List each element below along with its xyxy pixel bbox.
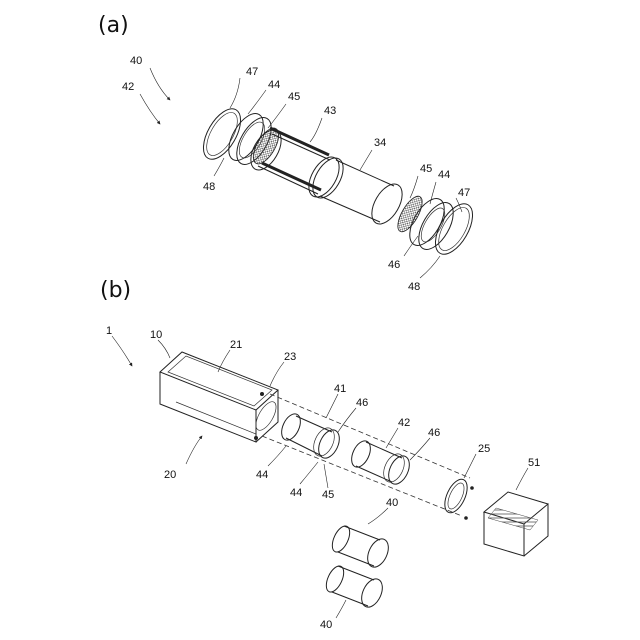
label-20: 20 [164, 469, 176, 481]
label-44-left: 44 [268, 79, 280, 91]
label-10: 10 [150, 329, 162, 341]
ring-25 [440, 476, 472, 516]
label-46: 46 [388, 259, 400, 271]
filter-unit-42 [348, 438, 374, 470]
label-45-left: 45 [288, 91, 300, 103]
label-40: 40 [130, 55, 142, 67]
panel-label-b: (b) [100, 278, 131, 303]
housing-10-top [160, 352, 278, 410]
label-46-b: 46 [428, 427, 440, 439]
label-40-top: 40 [386, 497, 398, 509]
label-48-right: 48 [408, 281, 420, 293]
label-43: 43 [324, 105, 336, 117]
label-45-right: 45 [420, 163, 432, 175]
label-47-left: 47 [246, 66, 258, 78]
label-42: 42 [122, 81, 134, 93]
label-44-a: 44 [256, 469, 268, 481]
label-46-a: 46 [356, 397, 368, 409]
label-51: 51 [528, 457, 540, 469]
label-25: 25 [478, 443, 490, 455]
label-48-left: 48 [203, 181, 215, 193]
label-34: 34 [374, 137, 386, 149]
label-41: 41 [334, 383, 346, 395]
label-42: 42 [398, 417, 410, 429]
label-23: 23 [284, 351, 296, 363]
label-45: 45 [322, 489, 334, 501]
label-44-right: 44 [438, 169, 450, 181]
air-purifier-exploded-b [112, 336, 548, 618]
label-40-bottom: 40 [320, 619, 332, 631]
label-44-b: 44 [290, 487, 302, 499]
filter-unit-41 [278, 411, 304, 443]
panel-label-a: (a) [98, 13, 129, 38]
label-21: 21 [230, 339, 242, 351]
label-1: 1 [106, 325, 112, 337]
label-47-right: 47 [458, 187, 470, 199]
